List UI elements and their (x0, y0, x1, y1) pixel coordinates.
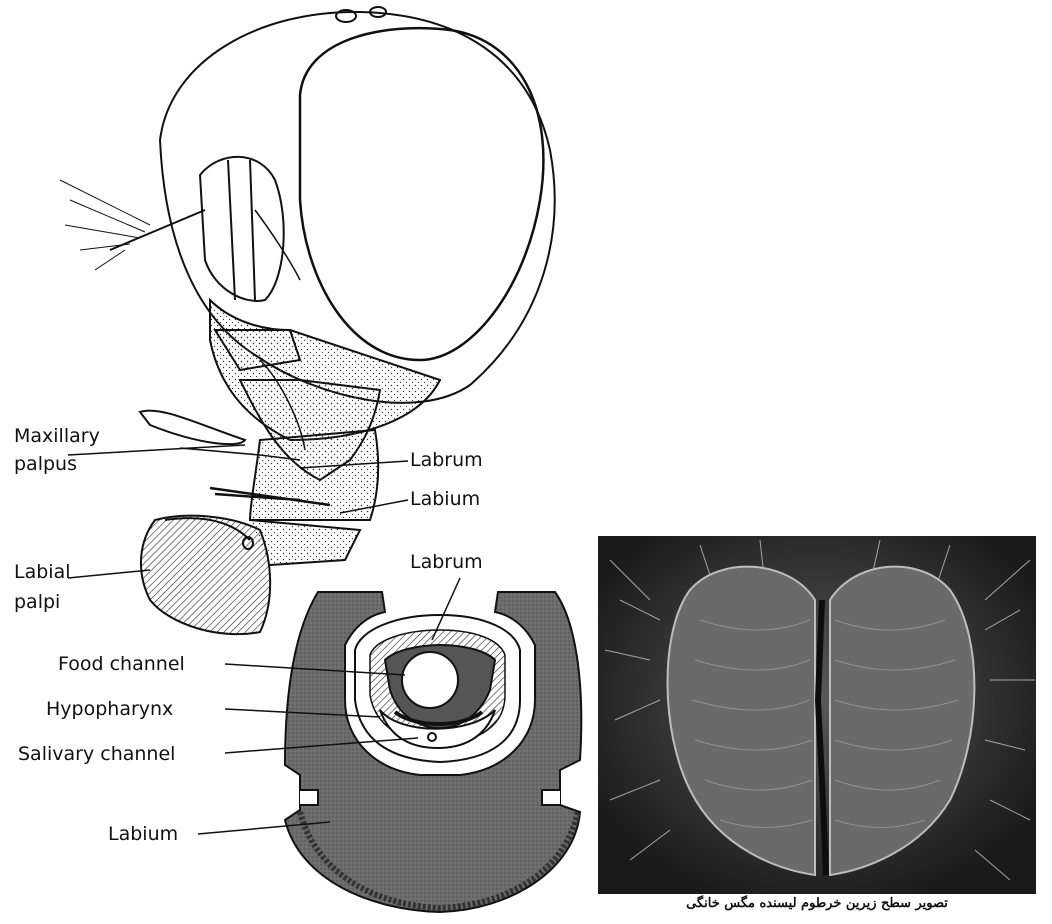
haustellum (250, 430, 378, 520)
label-labrum-head: Labrum (410, 449, 483, 471)
salivary-channel (428, 733, 436, 741)
sem-photo (598, 536, 1036, 894)
label-labial-palpi-line1: Labial (14, 561, 71, 583)
proboscis-cross-section (285, 592, 581, 912)
label-labrum-section: Labrum (410, 551, 483, 573)
label-labium-head: Labium (410, 488, 480, 510)
photo-caption: تصویر سطح زیرین خرطوم لیسنده مگس خانگی (598, 896, 1036, 911)
food-channel (402, 652, 458, 708)
arista (110, 210, 205, 250)
maxillary-palp (140, 411, 245, 445)
fly-head-drawing (60, 7, 555, 634)
label-labium-section: Labium (108, 823, 178, 845)
label-maxillary-palpus-line2: palpus (14, 453, 77, 475)
labellum (141, 516, 270, 634)
label-food-channel: Food channel (58, 653, 185, 675)
label-labial-palpi-line2: palpi (14, 591, 60, 613)
compound-eye (300, 28, 543, 360)
antenna (200, 157, 284, 301)
label-salivary-channel: Salivary channel (18, 743, 175, 765)
label-hypopharynx: Hypopharynx (46, 698, 173, 720)
label-maxillary-palpus-line1: Maxillary (14, 425, 100, 447)
